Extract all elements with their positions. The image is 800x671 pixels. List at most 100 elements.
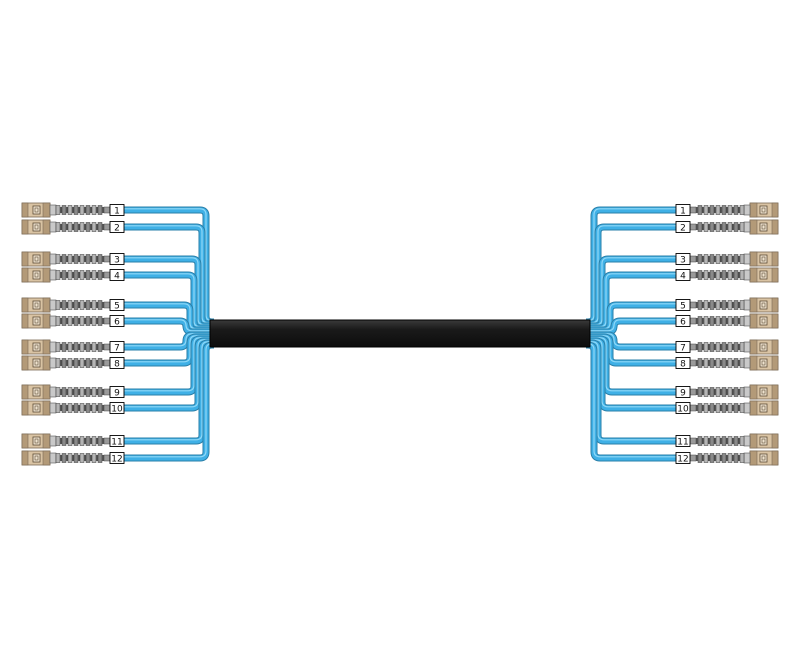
fiber-label-right-6: 6 — [675, 315, 691, 328]
fiber-label-right-12: 12 — [675, 452, 691, 465]
fiber-label-left-5: 5 — [109, 299, 125, 312]
fiber-number: 5 — [680, 302, 686, 312]
sc-connector-right-6: 6 — [675, 313, 779, 329]
sc-connector-right-1: 1 — [675, 202, 779, 218]
sc-connector-right-8: 8 — [675, 355, 779, 371]
connector-latch — [32, 270, 41, 280]
fiber-label-right-4: 4 — [675, 269, 691, 282]
sc-connector-left-8: 8 — [21, 355, 125, 371]
fiber-label-right-9: 9 — [675, 386, 691, 399]
sc-connector-left-3: 3 — [21, 251, 125, 267]
connector-latch — [32, 316, 41, 326]
connector-latch — [32, 300, 41, 310]
connector-latch — [759, 453, 768, 463]
fiber-number: 2 — [114, 224, 120, 234]
connector-latch — [32, 403, 41, 413]
fiber-label-left-6: 6 — [109, 315, 125, 328]
fiber-number: 4 — [114, 272, 120, 282]
fiber-number: 9 — [114, 389, 120, 399]
left-fiber-bundle — [120, 206, 214, 462]
sc-connector-left-9: 9 — [21, 384, 125, 400]
connector-latch — [759, 358, 768, 368]
connector-latch — [32, 342, 41, 352]
connector-latch — [759, 205, 768, 215]
sc-connector-right-7: 7 — [675, 339, 779, 355]
fiber-label-left-7: 7 — [109, 341, 125, 354]
sc-connector-right-12: 12 — [675, 450, 779, 466]
fiber-number: 10 — [677, 405, 689, 415]
connector-latch — [32, 222, 41, 232]
fiber-number: 7 — [114, 344, 120, 354]
fiber-label-right-2: 2 — [675, 221, 691, 234]
connector-latch — [32, 205, 41, 215]
fiber-label-right-7: 7 — [675, 341, 691, 354]
connector-latch — [759, 436, 768, 446]
fiber-number: 3 — [114, 256, 120, 266]
sc-connector-left-4: 4 — [21, 267, 125, 283]
connector-latch — [32, 436, 41, 446]
sc-connector-left-2: 2 — [21, 219, 125, 235]
fiber-left-6 — [120, 317, 214, 336]
fiber-label-right-3: 3 — [675, 253, 691, 266]
sc-connector-right-11: 11 — [675, 433, 779, 449]
fiber-number: 1 — [680, 207, 686, 217]
connector-latch — [32, 254, 41, 264]
sc-connector-right-5: 5 — [675, 297, 779, 313]
fiber-label-left-1: 1 — [109, 204, 125, 217]
fiber-number: 11 — [111, 438, 122, 448]
connector-latch — [32, 453, 41, 463]
sc-connector-right-10: 10 — [675, 400, 779, 416]
sc-connector-left-12: 12 — [21, 450, 125, 466]
connector-latch — [32, 358, 41, 368]
fiber-label-left-3: 3 — [109, 253, 125, 266]
connector-latch — [759, 300, 768, 310]
fiber-number: 12 — [677, 455, 688, 465]
sc-connector-right-3: 3 — [675, 251, 779, 267]
fiber-label-left-8: 8 — [109, 357, 125, 370]
connector-latch — [759, 222, 768, 232]
fiber-number: 6 — [680, 318, 686, 328]
fiber-number: 8 — [114, 360, 120, 370]
sc-connector-left-11: 11 — [21, 433, 125, 449]
connector-latch — [759, 270, 768, 280]
sc-connector-right-4: 4 — [675, 267, 779, 283]
sc-connector-right-2: 2 — [675, 219, 779, 235]
fiber-number: 6 — [114, 318, 120, 328]
fiber-number: 4 — [680, 272, 686, 282]
fiber-label-left-2: 2 — [109, 221, 125, 234]
sc-connector-left-7: 7 — [21, 339, 125, 355]
connector-latch — [759, 316, 768, 326]
fiber-right-6 — [586, 317, 680, 336]
fiber-label-left-12: 12 — [109, 452, 125, 465]
sc-connector-left-10: 10 — [21, 400, 125, 416]
connector-latch — [759, 403, 768, 413]
sc-connector-right-9: 9 — [675, 384, 779, 400]
fiber-number: 10 — [111, 405, 123, 415]
fiber-number: 1 — [114, 207, 120, 217]
fiber-number: 3 — [680, 256, 686, 266]
fiber-label-right-11: 11 — [675, 435, 691, 448]
fiber-number: 9 — [680, 389, 686, 399]
sc-connector-left-1: 1 — [21, 202, 125, 218]
connector-latch — [759, 387, 768, 397]
connector-latch — [32, 387, 41, 397]
sc-connector-left-5: 5 — [21, 297, 125, 313]
fiber-label-right-10: 10 — [675, 402, 691, 415]
fiber-label-right-8: 8 — [675, 357, 691, 370]
right-fiber-bundle — [586, 206, 680, 462]
fiber-number: 5 — [114, 302, 120, 312]
fiber-label-right-5: 5 — [675, 299, 691, 312]
fiber-number: 12 — [111, 455, 122, 465]
fiber-label-right-1: 1 — [675, 204, 691, 217]
fiber-label-left-10: 10 — [109, 402, 125, 415]
main-cable-jacket — [209, 319, 591, 348]
fiber-label-left-11: 11 — [109, 435, 125, 448]
fiber-number: 8 — [680, 360, 686, 370]
connector-latch — [759, 342, 768, 352]
fiber-left-3 — [120, 255, 214, 330]
fiber-label-left-9: 9 — [109, 386, 125, 399]
fiber-number: 11 — [677, 438, 688, 448]
